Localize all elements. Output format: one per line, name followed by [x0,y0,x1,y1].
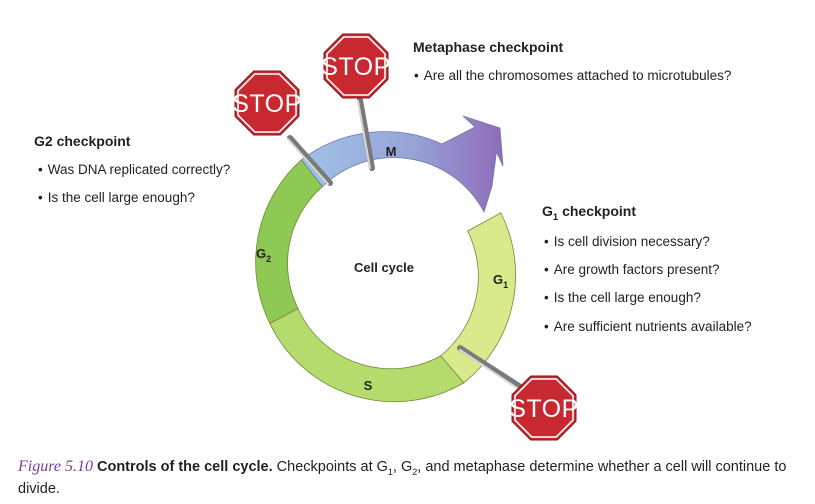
stop-sign-g1-label: STOP [509,395,579,423]
metaphase-checkpoint-title: Metaphase checkpoint [413,39,563,55]
phase-g2-arc [255,159,324,324]
sign-posts [287,97,525,391]
stop-sign-metaphase: STOP [321,33,391,99]
caption-sub-2: 2 [412,466,418,477]
phase-label-g2: G2 [256,246,271,264]
caption-text: , G [392,459,413,475]
phase-label-s: S [364,378,373,393]
center-label: Cell cycle [354,260,414,275]
metaphase-checkpoint: Metaphase checkpoint •Are all the chromo… [413,39,731,83]
g1-checkpoint-title: G1 checkpoint [542,203,636,223]
g2-checkpoint-title: G2 checkpoint [34,133,131,149]
g2-checkpoint: G2 checkpoint •Was DNA replicated correc… [34,133,230,205]
metaphase-stop-post [357,97,375,171]
caption-title: Controls of the cell cycle. [96,459,273,475]
g1-bullet: •Is cell division necessary? [544,234,710,249]
g1-bullet: •Are sufficient nutrients available? [544,319,752,334]
stop-sign-g2-label: STOP [232,90,302,118]
metaphase-bullet: •Are all the chromosomes attached to mic… [414,68,731,83]
phase-m-arc [300,115,504,214]
g2-bullet: •Was DNA replicated correctly? [38,162,230,177]
g2-bullet: •Is the cell large enough? [38,190,195,205]
g1-stop-post [457,345,525,391]
caption-sub-1: 1 [387,466,393,477]
caption-text: Checkpoints at G [272,459,388,475]
phase-label-g1: G1 [493,272,508,290]
g1-checkpoint: G1 checkpoint •Is cell division necessar… [542,203,752,334]
g1-bullet: •Are growth factors present? [544,262,720,277]
g2-stop-post [287,135,333,186]
phase-label-m: M [386,144,397,159]
sign-posts-highlight [287,100,521,391]
cycle-ring [255,115,517,403]
stop-sign-g1: STOP [509,375,579,441]
caption-text: , and metaphase determine whether a cell… [18,459,787,497]
g1-bullet: •Is the cell large enough? [544,290,701,305]
figure-number: Figure 5.10 [18,458,93,475]
stop-sign-metaphase-label: STOP [321,53,391,81]
figure-caption: Figure 5.10 Controls of the cell cycle. … [18,458,808,498]
stop-sign-g2: STOP [232,70,302,136]
